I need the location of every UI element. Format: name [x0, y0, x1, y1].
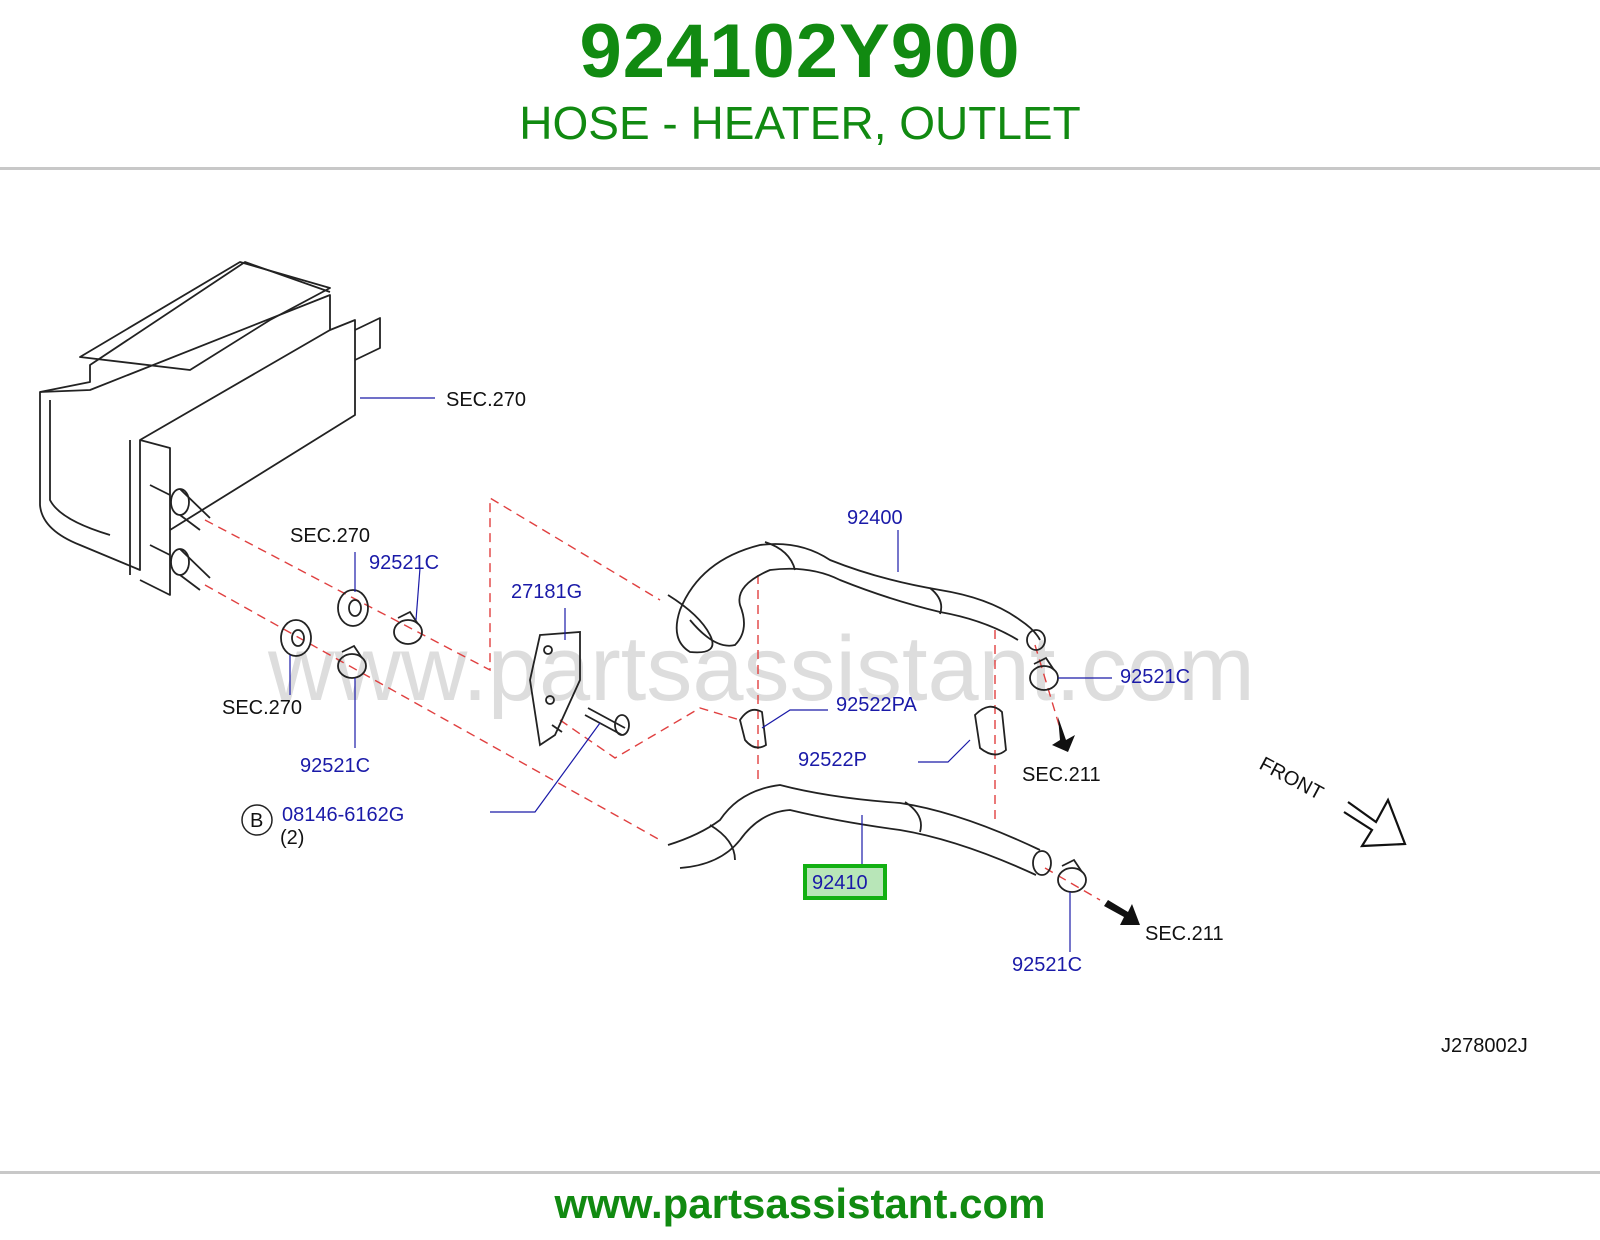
parts-diagram: www.partsassistant.com	[0, 200, 1600, 1100]
label-sec270[interactable]: SEC.270	[446, 389, 526, 411]
hose-92400-drawing	[667, 541, 1046, 654]
footer-website-link[interactable]: www.partsassistant.com	[554, 1180, 1046, 1227]
dashed-guide-lines	[204, 496, 1101, 901]
label-front: FRONT	[1256, 753, 1327, 805]
part-description: HOSE - HEATER, OUTLET	[519, 97, 1081, 149]
hose-92410-drawing	[667, 784, 1052, 876]
heater-unit-drawing	[39, 261, 381, 596]
front-arrow-icon	[1343, 797, 1407, 848]
diagram-canvas: www.partsassistant.com	[39, 261, 1528, 1057]
footer-divider	[0, 1171, 1600, 1174]
label-part-92400[interactable]: 92400	[847, 507, 903, 529]
label-sec270[interactable]: SEC.270	[222, 697, 302, 719]
header-divider	[0, 167, 1600, 170]
label-part-08146-6162g[interactable]: 08146-6162G	[282, 804, 404, 826]
label-part-92521c[interactable]: 92521C	[369, 552, 439, 574]
drawing-code: J278002J	[1441, 1035, 1528, 1057]
part-number-title: 924102Y900	[579, 9, 1021, 94]
watermark-text: www.partsassistant.com	[267, 618, 1255, 720]
label-bolt-circle: B	[250, 810, 263, 832]
label-part-27181g[interactable]: 27181G	[511, 581, 582, 603]
label-part-92521c[interactable]: 92521C	[1120, 666, 1190, 688]
label-part-92522pa[interactable]: 92522PA	[836, 694, 917, 716]
label-sec211[interactable]: SEC.211	[1022, 764, 1101, 786]
clips-and-grommets	[280, 589, 1087, 893]
label-bolt-quantity: (2)	[280, 827, 304, 849]
bolt-callout-circle	[241, 804, 273, 836]
label-part-92410[interactable]: 92410	[812, 872, 868, 894]
page-header: 924102Y900 HOSE - HEATER, OUTLET	[0, 0, 1600, 170]
highlight-box-92410	[803, 864, 887, 900]
label-sec211[interactable]: SEC.211	[1145, 923, 1224, 945]
label-part-92521c[interactable]: 92521C	[300, 755, 370, 777]
label-sec270[interactable]: SEC.270	[290, 525, 370, 547]
direction-arrows	[1052, 717, 1407, 925]
label-part-92522p[interactable]: 92522P	[798, 749, 867, 771]
label-part-92521c[interactable]: 92521C	[1012, 954, 1082, 976]
bracket-and-bolt	[529, 631, 630, 747]
leader-lines	[289, 397, 1112, 952]
